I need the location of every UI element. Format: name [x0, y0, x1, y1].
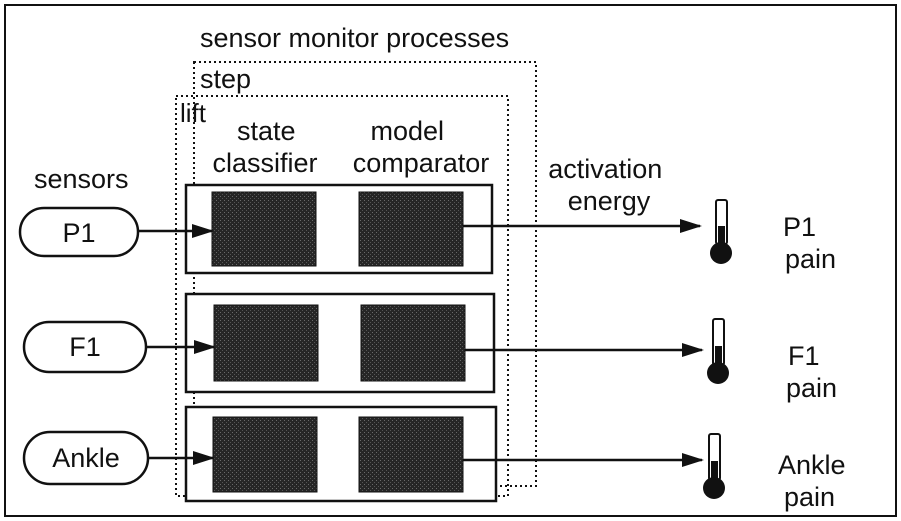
- sensor-label-p1: P1: [62, 218, 95, 248]
- row-ankle: Ankle Ankle pain: [22, 405, 853, 512]
- pain-label-p1: P1 pain: [783, 212, 836, 274]
- thermometer-icon: [710, 199, 732, 264]
- model-comparator-block-ankle: [358, 416, 464, 493]
- model-comparator-block-f1: [360, 304, 466, 382]
- model-comparator-header: model comparator: [353, 116, 490, 178]
- thermometer-icon: [707, 318, 729, 384]
- thermometer-icon: [703, 433, 725, 499]
- state-classifier-block-f1: [213, 304, 319, 382]
- layer-step-label: step: [200, 64, 251, 94]
- state-classifier-block-ankle: [212, 416, 318, 493]
- pain-label-f1: F1 pain: [786, 341, 837, 403]
- diagram-title: sensor monitor processes: [200, 23, 509, 53]
- layer-lift-label: lift: [180, 98, 207, 128]
- sensor-label-ankle: Ankle: [52, 443, 120, 473]
- pain-label-ankle: Ankle pain: [778, 450, 853, 512]
- layer-step-frame: [175, 95, 509, 497]
- row-p1: P1 P1 pain: [18, 183, 836, 275]
- row-f1: F1 F1 pain: [22, 292, 837, 403]
- outer-frame: [4, 4, 897, 517]
- state-classifier-block-p1: [211, 191, 317, 267]
- sensor-label-f1: F1: [69, 332, 101, 362]
- sensors-label: sensors: [34, 164, 129, 194]
- state-classifier-header: state classifier: [212, 116, 317, 178]
- activation-energy-label: activation energy: [548, 154, 670, 216]
- model-comparator-block-p1: [358, 191, 464, 267]
